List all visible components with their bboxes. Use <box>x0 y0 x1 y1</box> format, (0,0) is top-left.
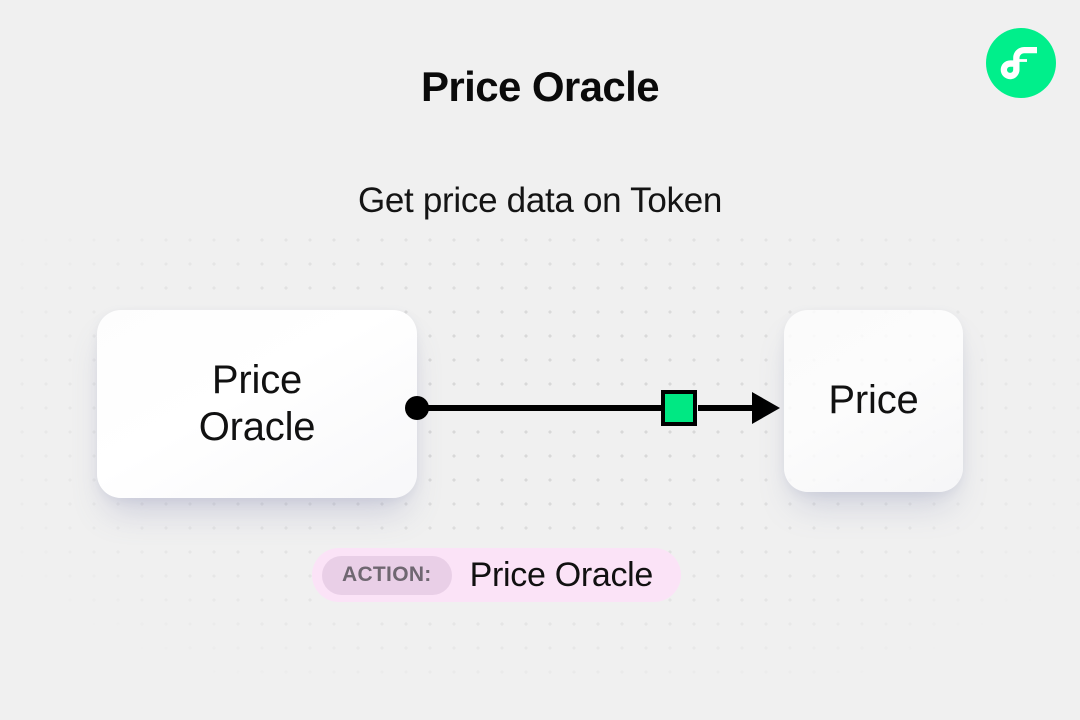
action-badge-value: Price Oracle <box>469 555 654 594</box>
edge-marker-square[interactable] <box>661 390 697 426</box>
edge-handle-start-dot[interactable] <box>405 396 429 420</box>
page-title: Price Oracle <box>421 63 660 110</box>
action-badge-kind: ACTION: <box>322 555 452 595</box>
node-price-oracle-label: Price Oracle <box>198 357 316 449</box>
action-badge[interactable]: ACTION: Price Oracle <box>312 548 682 602</box>
node-price[interactable]: Price <box>784 310 963 492</box>
edge-connector <box>410 392 780 424</box>
node-price-label: Price <box>828 378 919 423</box>
flow-logo-icon <box>986 28 1056 98</box>
node-price-oracle[interactable]: Price Oracle <box>97 310 417 498</box>
page-subtitle: Get price data on Token <box>357 181 723 220</box>
